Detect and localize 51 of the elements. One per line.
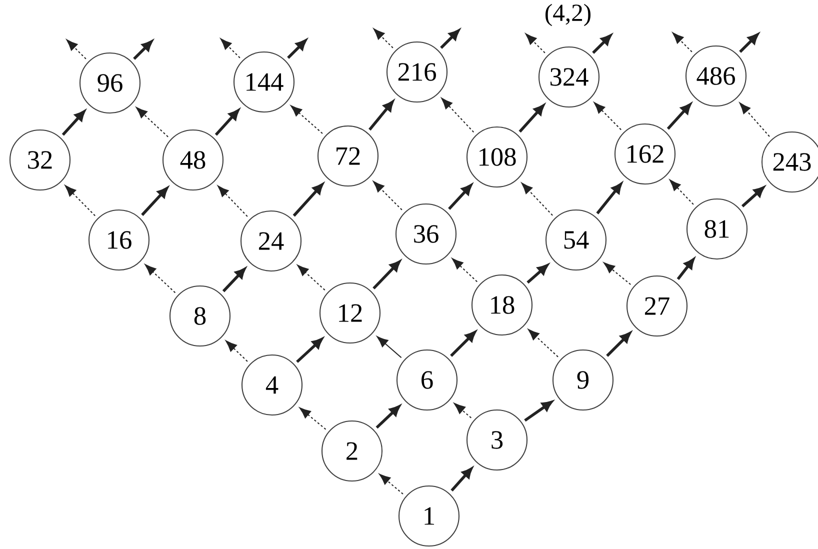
- arrow: [376, 336, 402, 358]
- arrow: [372, 260, 400, 290]
- arrow: [373, 181, 402, 210]
- arrow: [670, 180, 694, 205]
- arrow: [524, 400, 552, 422]
- arrow: [226, 340, 248, 362]
- arrow: [287, 40, 306, 59]
- arrow: [220, 38, 240, 58]
- arrow: [297, 264, 326, 290]
- arrow: [214, 110, 240, 136]
- arrow: [368, 100, 394, 131]
- arrow: [596, 183, 622, 214]
- arrow: [136, 107, 168, 138]
- arrow: [594, 102, 622, 130]
- arrow: [741, 186, 764, 208]
- arrow: [454, 403, 472, 418]
- arrow: [666, 104, 692, 130]
- arrow: [141, 187, 168, 216]
- arrow: [133, 40, 152, 60]
- arrow: [448, 184, 472, 210]
- arrow: [739, 102, 770, 137]
- arrow: [592, 34, 612, 54]
- arrow: [376, 405, 400, 429]
- arrow: [379, 474, 404, 494]
- arrow: [222, 268, 246, 292]
- arrow: [450, 468, 472, 492]
- arrow: [218, 186, 248, 217]
- arrow: [739, 34, 758, 53]
- arrow: [373, 28, 394, 48]
- arrow: [292, 184, 324, 217]
- arrow: [290, 105, 323, 134]
- arrow: [452, 258, 478, 282]
- arrow: [62, 110, 86, 136]
- arrow: [525, 33, 546, 54]
- arrow: [672, 32, 692, 52]
- arrow: [64, 185, 96, 216]
- arrow: [526, 264, 548, 284]
- arrow: [296, 338, 323, 363]
- arrow: [518, 104, 544, 133]
- arrow: [604, 262, 631, 285]
- coordinate-label: (4,2): [546, 4, 590, 26]
- arrow: [440, 30, 460, 49]
- arrow: [66, 39, 86, 60]
- arrow: [441, 98, 474, 133]
- arrow: [676, 258, 694, 280]
- arrow: [606, 332, 631, 357]
- arrow: [299, 407, 326, 430]
- arrow: [144, 264, 176, 294]
- arrow: [521, 182, 553, 216]
- arrow: [528, 329, 558, 358]
- arrow: [450, 331, 476, 357]
